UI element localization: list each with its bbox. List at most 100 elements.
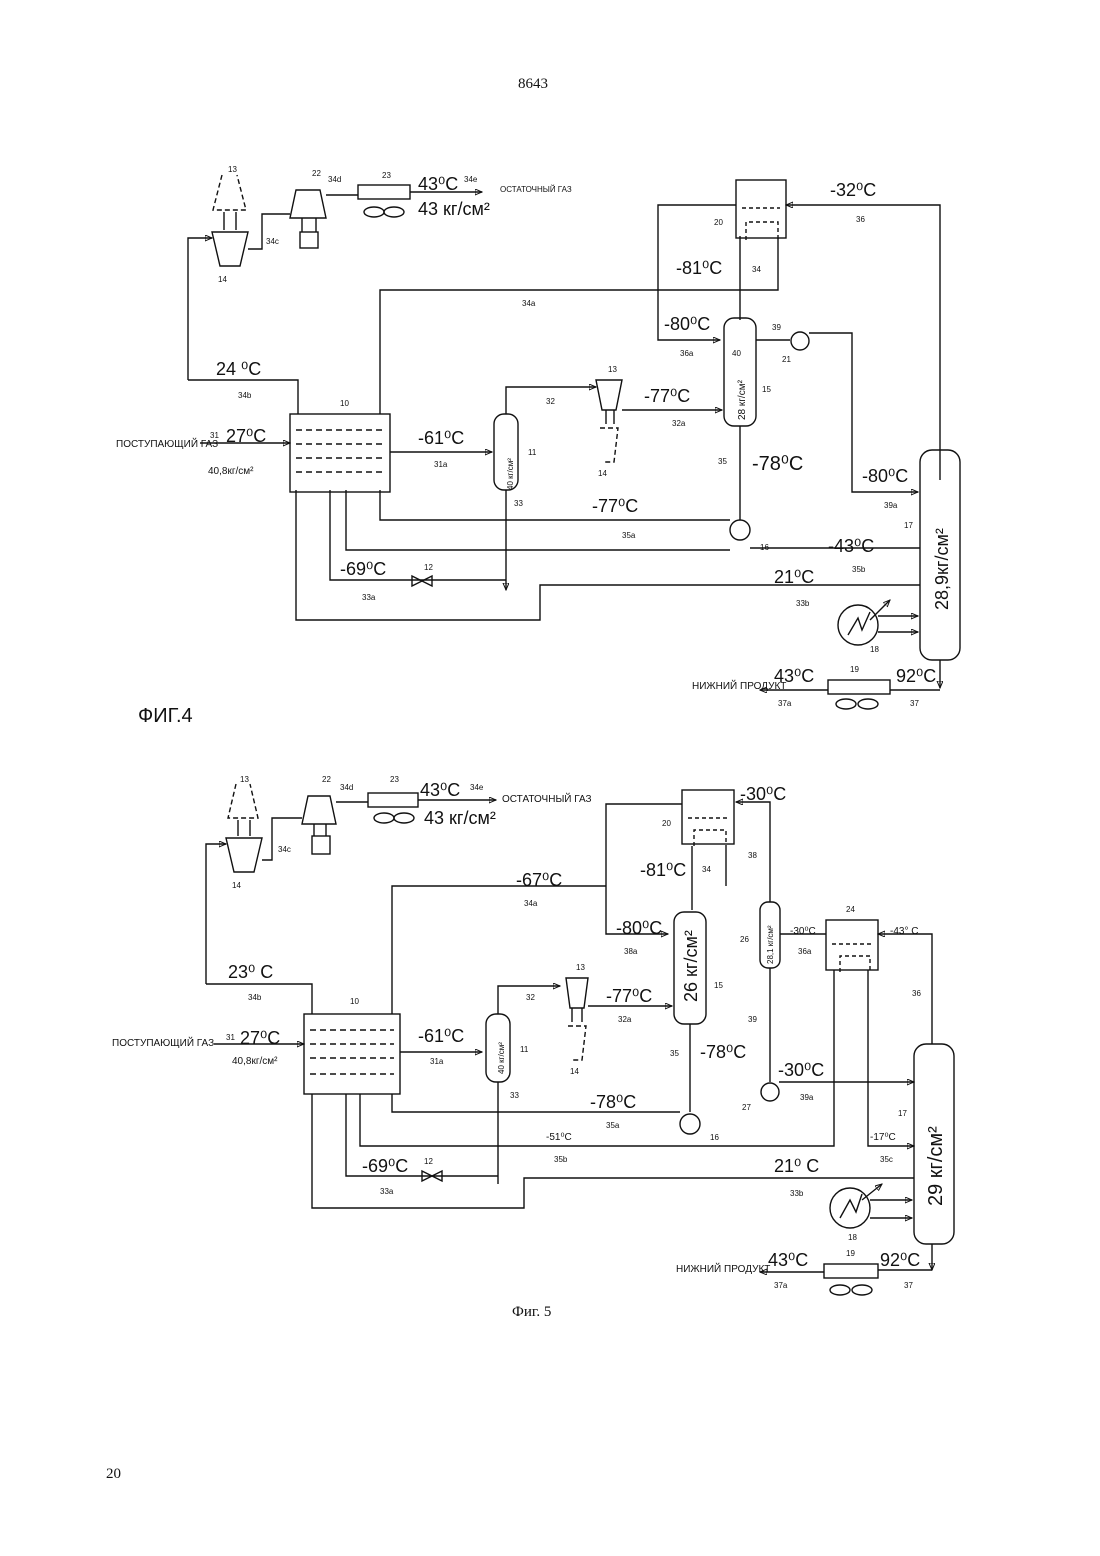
pump-21 <box>791 332 809 350</box>
callout-n16: 16 <box>710 1133 719 1142</box>
callout-n24: 24 <box>846 905 855 914</box>
fig4-temp-35a: -77⁰С <box>592 496 638 516</box>
fig5-temp-34a: -67⁰С <box>516 870 562 890</box>
valve-12 <box>412 576 432 586</box>
fig5-temp-38a: -80⁰С <box>616 918 662 938</box>
expander-13-14-middle-f5 <box>566 978 588 1060</box>
reflux-drum-20-f5 <box>682 790 734 844</box>
fig4-temp-32a: -77⁰С <box>644 386 690 406</box>
expander-compressor-13-14-top <box>212 175 248 266</box>
callout-s36: 36 <box>856 215 865 224</box>
reboiler-18-f5 <box>830 1188 870 1228</box>
callout-n16: 16 <box>760 543 769 552</box>
callout-s34d: 34d <box>328 175 341 184</box>
fig4-temp-31a: -61⁰С <box>418 428 464 448</box>
figure-4-labels: 43⁰С 43 кг/см² ОСТАТОЧНЫЙ ГАЗ -32⁰С -81⁰… <box>116 165 952 727</box>
callout-s34b: 34b <box>248 993 262 1002</box>
callout-n18: 18 <box>870 645 879 654</box>
figure-5-labels: 43⁰С 43 кг/см² ОСТАТОЧНЫЙ ГАЗ -30⁰С -81⁰… <box>112 775 947 1320</box>
callout-n23: 23 <box>390 775 399 784</box>
fig5-temp-residual: 43⁰С <box>420 780 460 800</box>
callout-n12: 12 <box>424 563 433 572</box>
callout-s37a: 37a <box>778 699 792 708</box>
cooler-19-f5 <box>824 1264 878 1278</box>
fig4-vessel-11-pressure: 40 кг/см² <box>506 458 515 490</box>
fig4-temp-feed: 27⁰С <box>226 426 266 446</box>
cooler-19 <box>828 680 890 694</box>
reboiler-18 <box>838 605 878 645</box>
callout-n11: 11 <box>520 1045 529 1054</box>
fig5-temp-37: 92⁰С <box>880 1250 920 1270</box>
callout-n14: 14 <box>232 881 241 890</box>
fig5-bottom-product-label: НИЖНИЙ ПРОДУКТ <box>676 1262 770 1275</box>
callout-s35a: 35a <box>606 1121 620 1130</box>
callout-n22: 22 <box>322 775 331 784</box>
callout-s37a: 37a <box>774 1281 788 1290</box>
air-cooler-23-f5 <box>368 793 418 807</box>
fig4-temp-residual: 43⁰С <box>418 174 458 194</box>
fig5-temp-36a: -30⁰С <box>790 926 816 937</box>
pump-16-f5 <box>680 1114 700 1134</box>
callout-s37: 37 <box>910 699 919 708</box>
callout-s35: 35 <box>718 457 727 466</box>
callout-s33: 33 <box>514 499 523 508</box>
callout-s39: 39 <box>772 323 781 332</box>
callout-s32a: 32a <box>618 1015 632 1024</box>
callout-s35b: 35b <box>554 1155 568 1164</box>
callout-s35b: 35b <box>852 565 866 574</box>
callout-s32: 32 <box>526 993 535 1002</box>
fig5-vessel-11-pressure: 40 кг/см² <box>497 1042 506 1074</box>
fig5-vessel-15-pressure: 26 кг/см² <box>681 930 701 1002</box>
callout-n22: 22 <box>312 169 321 178</box>
fig4-temp-34b: 24 ⁰С <box>216 359 261 379</box>
callout-s35: 35 <box>670 1049 679 1058</box>
callout-s35a: 35a <box>622 531 636 540</box>
fig4-pressure-feed: 40,8кг/см² <box>208 466 254 477</box>
callout-s38: 38 <box>748 851 757 860</box>
callout-n13: 13 <box>228 165 237 174</box>
callout-n17: 17 <box>898 1109 907 1118</box>
fig5-pressure-feed: 40,8кг/см² <box>232 1056 278 1067</box>
callout-s39a: 39a <box>800 1093 814 1102</box>
callout-s36a: 36a <box>798 947 812 956</box>
fig5-temp-34b: 23⁰ С <box>228 962 273 982</box>
fig5-residual-gas-label: ОСТАТОЧНЫЙ ГАЗ <box>502 792 592 805</box>
heat-exchanger-10-f5 <box>304 1014 400 1094</box>
fig5-caption: Фиг. 5 <box>512 1304 551 1320</box>
callout-n10: 10 <box>350 997 359 1006</box>
fig4-residual-gas-label: ОСТАТОЧНЫЙ ГАЗ <box>500 185 572 194</box>
fig5-temp-31a: -61⁰С <box>418 1026 464 1046</box>
fig4-vessel-17-pressure: 28,9кг/см² <box>932 528 952 610</box>
fig4-bottom-product-label: НИЖНИЙ ПРОДУКТ <box>692 679 786 692</box>
fig5-temp-top: -30⁰С <box>740 784 786 804</box>
expander-compressor-13-14-top-f5 <box>226 784 262 872</box>
fig5-temp-32a: -77⁰С <box>606 986 652 1006</box>
callout-s33: 33 <box>510 1091 519 1100</box>
expander-13-14-middle <box>596 380 622 462</box>
fig4-temp-36: -32⁰С <box>830 180 876 200</box>
callout-s32a: 32a <box>672 419 686 428</box>
callout-s38a: 38a <box>624 947 638 956</box>
pump-16 <box>730 520 750 540</box>
fig4-caption: ФИГ.4 <box>138 705 193 727</box>
figure-5 <box>206 784 954 1295</box>
fig5-temp-35b: -51⁰С <box>546 1132 572 1143</box>
fig5-temp-35a: -78⁰С <box>590 1092 636 1112</box>
callout-n10: 10 <box>340 399 349 408</box>
callout-n18: 18 <box>848 1233 857 1242</box>
callout-s37: 37 <box>904 1281 913 1290</box>
callout-n21: 21 <box>782 355 791 364</box>
fig5-temp-35c: -17⁰С <box>870 1132 896 1143</box>
fig4-vessel-15-pressure: 28 кг/см² <box>737 379 748 420</box>
callout-n23: 23 <box>382 171 391 180</box>
callout-n12: 12 <box>424 1157 433 1166</box>
callout-s34e: 34e <box>464 175 478 184</box>
callout-n15: 15 <box>714 981 723 990</box>
fig5-vessel-26-pressure: 28,1 кг/см² <box>766 925 775 964</box>
fig5-feed-gas-label: ПОСТУПАЮЩИЙ ГАЗ <box>112 1036 214 1049</box>
callout-s33a: 33a <box>380 1187 394 1196</box>
fig5-temp-33b: 21⁰ С <box>774 1156 819 1176</box>
callout-s31: 31 <box>210 431 219 440</box>
pump-27 <box>761 1083 779 1101</box>
callout-n13: 13 <box>576 963 585 972</box>
